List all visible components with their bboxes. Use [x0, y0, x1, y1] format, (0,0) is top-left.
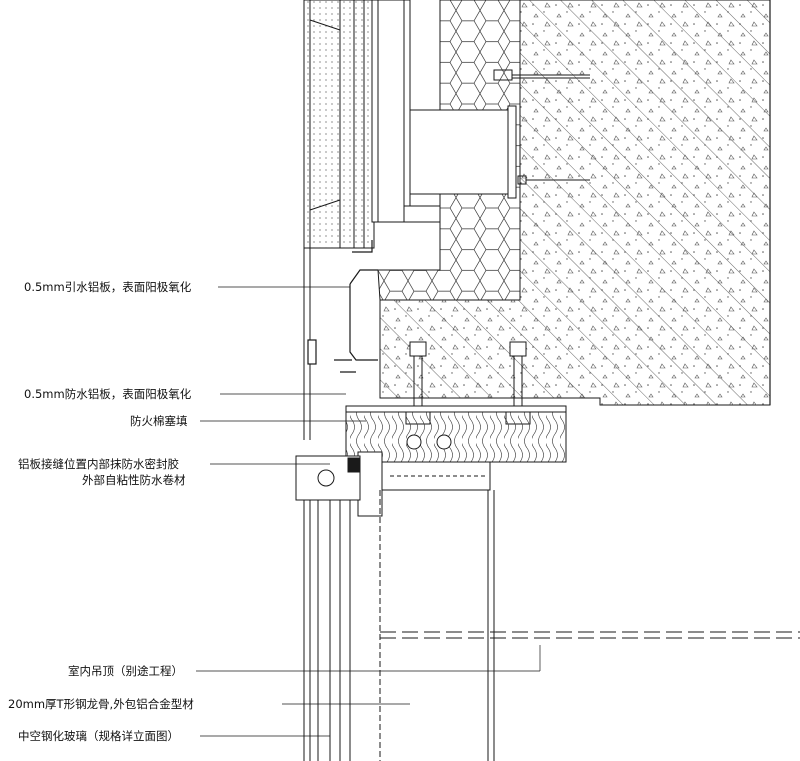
upper-curtain-wall	[303, 0, 441, 440]
label-drainage-flashing: 0.5mm引水铝板，表面阳极氧化	[24, 280, 192, 294]
label-ceiling: 室内吊顶（别途工程）	[68, 664, 183, 678]
leader-lines	[196, 286, 541, 737]
annotation-labels: 0.5mm引水铝板，表面阳极氧化 0.5mm防水铝板，表面阳极氧化 防火棉塞填 …	[8, 280, 194, 743]
anchor-bolts-upper	[493, 69, 590, 185]
label-joint-sealant-line2: 外部自粘性防水卷材	[82, 473, 186, 487]
flashings	[307, 240, 378, 373]
t-keel-transom	[295, 451, 491, 517]
ceiling-line	[380, 631, 800, 639]
glass-mullion-lines	[303, 490, 495, 761]
label-glass: 中空钢化玻璃（规格详立面图）	[18, 729, 179, 743]
label-t-keel: 20mm厚T形钢龙骨,外包铝合金型材	[8, 697, 194, 711]
concrete-slab	[379, 0, 771, 406]
label-joint-sealant-line1: 铝板接缝位置内部抹防水密封胶	[18, 457, 179, 471]
fire-wool-packing	[345, 405, 567, 463]
label-waterproof-flashing: 0.5mm防水铝板，表面阳极氧化	[24, 387, 192, 401]
label-fire-packing: 防火棉塞填	[130, 414, 188, 428]
